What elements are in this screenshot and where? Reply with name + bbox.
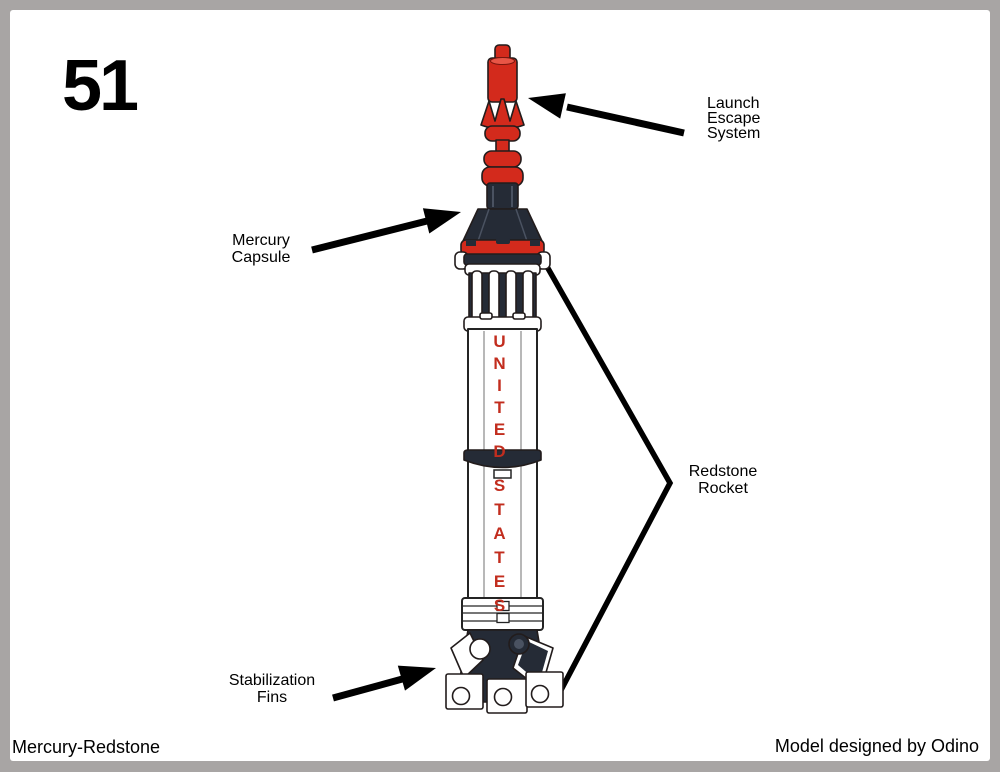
- arrow-mercury-capsule: [311, 208, 461, 254]
- body-text-states: STATES: [490, 476, 509, 620]
- label-mercury-capsule: Mercury Capsule: [231, 232, 291, 266]
- label-redstone-rocket: Redstone Rocket: [688, 463, 758, 497]
- rocket-body-graphic: [461, 328, 544, 631]
- launch-escape-tower-graphic: [480, 44, 525, 187]
- pointer-redstone-rocket: [534, 247, 674, 694]
- stabilization-fins-graphic: [445, 629, 564, 714]
- arrow-launch-escape-system: [528, 93, 685, 137]
- footer-designer-credit: Model designed by Odino: [774, 736, 979, 756]
- body-text-united: UNITED: [490, 332, 509, 464]
- label-stabilization-fins: Stabilization Fins: [228, 672, 316, 706]
- label-launch-escape-system: Launch Escape System: [707, 95, 761, 142]
- page-number: 51: [62, 46, 139, 126]
- mercury-capsule-graphic: [454, 182, 551, 332]
- arrow-stabilization-fins: [332, 665, 436, 702]
- footer-model-name: Mercury-Redstone: [12, 737, 161, 757]
